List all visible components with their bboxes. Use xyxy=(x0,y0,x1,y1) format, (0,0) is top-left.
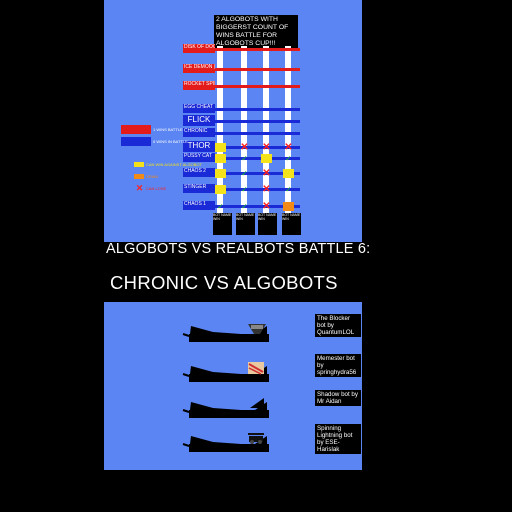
legend-text: 1 WINS BATTLE xyxy=(153,127,183,132)
legend-text: DRAW xyxy=(146,174,159,179)
blue-line-label: CHRONIC xyxy=(183,128,215,137)
result-box: BOT NAME WIN xyxy=(236,213,255,235)
check-mark: ✓ xyxy=(217,202,224,211)
lose-mark: ✕ xyxy=(262,142,271,153)
check-mark: ✓ xyxy=(241,202,248,211)
lose-mark: ✕ xyxy=(284,142,293,153)
win-mark xyxy=(215,143,226,152)
lose-mark: ✕ xyxy=(262,201,271,212)
draw-mark xyxy=(283,202,294,211)
legend-text: 0 WINS IN BATTLE xyxy=(153,139,188,144)
check-mark: ✓ xyxy=(241,185,248,194)
bot-label: Memester bot by springhydra56 xyxy=(315,354,361,377)
blue-line-label: PUSSY CAT xyxy=(183,153,215,162)
win-mark xyxy=(215,185,226,194)
win-mark xyxy=(215,154,226,163)
result-box: BOT NAME WIN xyxy=(213,213,232,235)
lose-legend-icon: ✕ xyxy=(135,183,144,193)
lose-mark: ✕ xyxy=(240,142,249,153)
blocker-bot-icon xyxy=(248,324,266,334)
bracket-column xyxy=(217,46,223,214)
red-line xyxy=(214,85,300,88)
shadow-bot-icon xyxy=(250,398,264,408)
bracket-column xyxy=(285,46,291,214)
win-mark xyxy=(215,169,226,178)
blue-line xyxy=(214,132,300,135)
spinning-lightning-bot-icon xyxy=(248,433,264,444)
legend-swatch xyxy=(134,174,144,179)
bot-label: Shadow bot by Mr Aidan xyxy=(315,390,361,406)
check-mark: ✓ xyxy=(285,185,292,194)
bracket-note: 2 ALGOBOTS WITH BIGGERST COUNT OF WINS B… xyxy=(214,15,298,48)
blue-line-label: THOR xyxy=(183,141,215,152)
check-mark: ✓ xyxy=(241,169,248,178)
blue-line xyxy=(214,146,300,149)
legend-swatch xyxy=(134,162,144,167)
blue-line xyxy=(214,108,300,111)
win-mark xyxy=(261,154,272,163)
result-box: BOT NAME WIN xyxy=(282,213,301,235)
blue-line-label: CHAOS 1 xyxy=(183,201,215,210)
red-line-label: ICE DEMON (1) xyxy=(183,64,215,73)
blue-line xyxy=(214,188,300,191)
blue-line-label: STINGER xyxy=(183,184,215,193)
red-line-label: DISK OF DOOM (1) xyxy=(183,44,215,53)
lose-mark: ✕ xyxy=(262,168,271,179)
red-line xyxy=(214,68,300,71)
blue-line-label: EGG CHEAT xyxy=(183,104,215,113)
blue-line xyxy=(214,120,300,123)
bracket-column xyxy=(263,46,269,214)
blue-line-label: CHAOS 2 xyxy=(183,168,215,177)
legend-text: CAN WIN AGAINST ALGOBOT xyxy=(146,162,202,167)
bracket-column xyxy=(241,46,247,214)
legend-swatch xyxy=(121,137,151,146)
blue-line xyxy=(214,205,300,208)
red-line-label: ROCKET SPINNER (1) xyxy=(183,81,215,90)
bot-label: The Blocker bot by QuantumLOL xyxy=(315,314,361,337)
blue-line xyxy=(214,157,300,160)
lose-mark: ✕ xyxy=(262,184,271,195)
battle-title: ALGOBOTS VS REALBOTS BATTLE 6: xyxy=(106,241,371,257)
red-line xyxy=(214,48,300,51)
legend-text: CAN LOSE xyxy=(146,186,167,191)
result-box: BOT NAME WIN xyxy=(258,213,277,235)
blue-line xyxy=(214,172,300,175)
bot-label: Spinning Lightning bot by ESE-Harislak xyxy=(315,424,361,454)
win-mark xyxy=(283,169,294,178)
blue-line-label: FLICK xyxy=(183,115,215,126)
check-mark: ✓ xyxy=(285,154,292,163)
battle-subtitle: CHRONIC VS ALGOBOTS xyxy=(110,272,338,293)
legend-swatch xyxy=(121,125,151,134)
memester-bot-icon xyxy=(248,362,264,375)
check-mark: ✓ xyxy=(241,154,248,163)
